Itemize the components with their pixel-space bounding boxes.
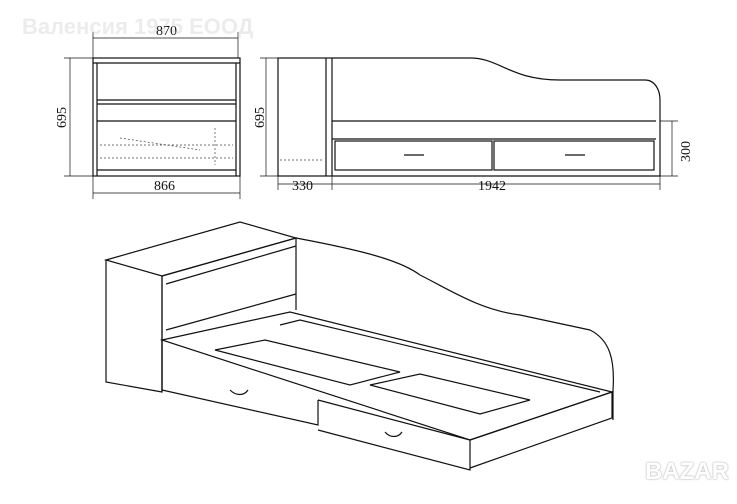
front-view bbox=[64, 32, 241, 199]
bazar-logo: BAZAR bbox=[645, 458, 729, 485]
dim-front-width-bottom: 866 bbox=[154, 179, 175, 194]
dim-front-width-top: 870 bbox=[156, 24, 177, 39]
dim-front-height: 695 bbox=[55, 107, 70, 128]
side-view bbox=[260, 57, 678, 190]
dim-cabinet-depth: 330 bbox=[292, 179, 313, 194]
isometric-view bbox=[103, 221, 615, 471]
watermark: Валенсия 1975 ЕООД bbox=[22, 14, 254, 39]
dim-bed-length: 1942 bbox=[478, 179, 506, 194]
dim-drawer-height: 300 bbox=[679, 141, 694, 162]
dim-side-height: 695 bbox=[253, 107, 268, 128]
